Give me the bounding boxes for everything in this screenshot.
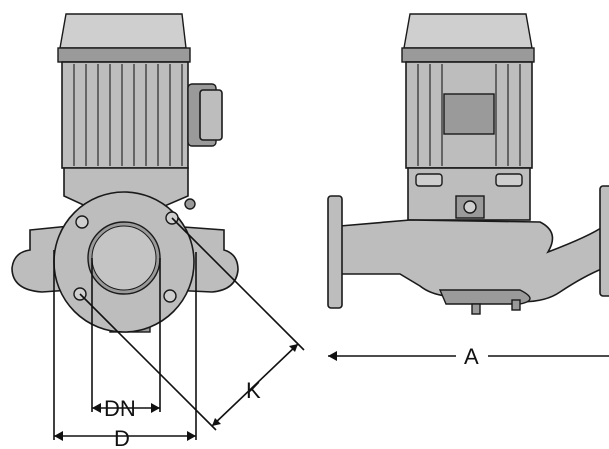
side-view-pump xyxy=(327,13,609,315)
label-a: A xyxy=(464,344,479,369)
front-view-pump xyxy=(11,13,239,333)
label-k: K xyxy=(246,378,261,403)
dimension-lines-front xyxy=(53,217,305,441)
foot-bolt-left xyxy=(471,303,481,315)
lantern-window-left xyxy=(415,173,443,187)
motor-fins-front xyxy=(73,64,183,166)
bolt-front xyxy=(184,198,196,210)
pump-casing-side xyxy=(339,219,605,303)
motor-cap-band-front xyxy=(57,47,191,63)
foot-bolt-right xyxy=(511,299,521,311)
terminal-box-side xyxy=(443,93,495,135)
lantern-window-right xyxy=(495,173,523,187)
outlet-flange xyxy=(599,185,609,297)
motor-cap-front xyxy=(59,13,187,49)
motor-cap-side xyxy=(403,13,533,49)
inlet-flange xyxy=(327,195,343,309)
motor-cap-band-side xyxy=(401,47,535,63)
seal-bolt xyxy=(463,200,477,214)
motor-fins-side xyxy=(417,64,521,166)
flange-bolt-holes xyxy=(73,211,179,303)
label-d: D xyxy=(114,426,130,449)
label-dn: DN xyxy=(104,396,136,421)
terminal-box-cover xyxy=(199,89,223,141)
motor-body-front xyxy=(61,61,189,169)
dimension-lines-side xyxy=(328,351,609,361)
